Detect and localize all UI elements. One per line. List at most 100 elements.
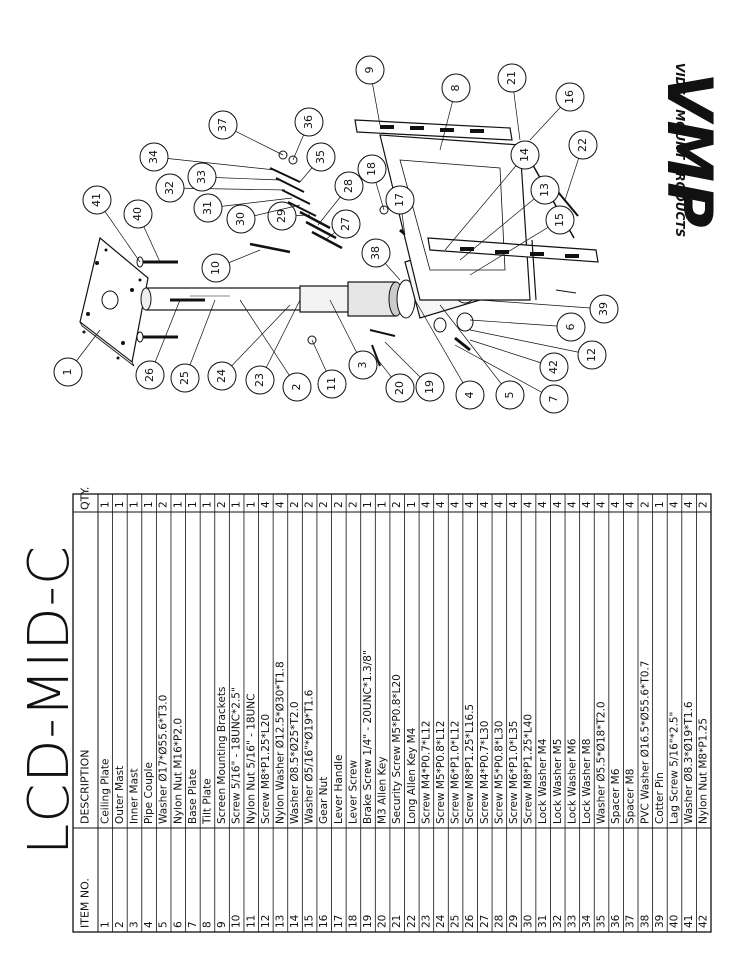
balloon-label: 15: [553, 213, 566, 227]
balloon-circle: [53, 357, 83, 387]
table-cell-description: Outer Mast: [114, 766, 126, 824]
table-cell-description: Screw M8*P1.25*L20: [260, 714, 272, 824]
balloon-circle: [441, 73, 471, 103]
tilt-plate-and-brackets: [354, 119, 599, 301]
balloon-circle: [139, 142, 169, 172]
table-cell-qty: 4: [581, 501, 593, 508]
balloon-circle: [123, 199, 153, 229]
table-cell-qty: 2: [391, 501, 403, 508]
table-cell-qty: 1: [406, 501, 418, 508]
balloon-circle: [556, 312, 586, 342]
balloon-label: 31: [201, 201, 214, 215]
table-cell-item: 4: [143, 921, 155, 928]
balloon-circle: [415, 372, 445, 402]
balloon-label: 8: [449, 85, 462, 92]
table-cell-qty: 4: [552, 501, 564, 508]
balloon-label: 39: [597, 302, 610, 316]
header-item-no: ITEM NO.: [79, 878, 92, 928]
table-cell-item: 24: [435, 914, 447, 928]
table-cell-item: 22: [406, 915, 418, 928]
table-cell-qty: 4: [566, 501, 578, 508]
table-cell-qty: 1: [172, 501, 184, 508]
table-cell-qty: 4: [420, 501, 432, 508]
table-cell-qty: 4: [464, 501, 476, 508]
table-cell-item: 23: [420, 915, 432, 928]
table-cell-item: 36: [610, 914, 622, 928]
table-cell-qty: 4: [610, 501, 622, 508]
balloon-label: 29: [275, 209, 288, 223]
table-cell-item: 35: [596, 915, 608, 928]
table-cell-item: 39: [654, 915, 666, 928]
table-cell-description: M3 Allen Key: [377, 756, 389, 824]
table-cell-description: Screw M4*P0.7*L30: [479, 721, 491, 824]
balloon-label: 4: [463, 392, 476, 399]
table-cell-item: 28: [493, 915, 505, 928]
balloon-label: 19: [423, 380, 436, 394]
table-cell-description: Screw M4*P0.7*L12: [420, 721, 432, 824]
balloon-circle: [135, 360, 165, 390]
balloon-leader-line: [469, 329, 593, 356]
balloon-label: 23: [253, 373, 266, 387]
balloon-leader-line: [239, 299, 298, 388]
balloon-label: 12: [585, 348, 598, 362]
table-cell-qty: 4: [537, 501, 549, 508]
table-cell-qty: 4: [683, 501, 695, 508]
table-cell-item: 17: [333, 915, 345, 928]
balloon-leader-line: [459, 189, 546, 261]
balloon-label: 6: [564, 324, 577, 331]
table-cell-qty: 2: [639, 501, 651, 508]
table-cell-item: 26: [464, 914, 476, 928]
balloon-circle: [577, 340, 607, 370]
balloon-circle: [82, 185, 112, 215]
balloon-label: 7: [547, 396, 560, 403]
table-cell-item: 16: [318, 914, 330, 928]
table-cell-item: 14: [289, 914, 301, 928]
vmp-logo-mark: VMP: [653, 72, 726, 227]
balloon-leader-line: [414, 299, 471, 396]
table-cell-description: Washer Ø17*Ø55.6*T3.0: [158, 695, 170, 824]
balloon-leader-line: [439, 304, 511, 396]
table-cell-qty: 4: [508, 501, 520, 508]
table-cell-item: 41: [683, 915, 695, 928]
balloon-circle: [282, 372, 312, 402]
balloon-circle: [267, 201, 297, 231]
table-cell-description: Inner Mast: [128, 768, 140, 824]
table-cell-description: Lever Screw: [347, 760, 359, 824]
table-cell-qty: 1: [114, 501, 126, 508]
balloon-leader-line: [221, 304, 291, 377]
balloon-label: 35: [314, 150, 327, 164]
header-description: DESCRIPTION: [79, 750, 92, 824]
table-cell-description: Ceiling Plate: [99, 759, 111, 824]
balloon-label: 38: [369, 246, 382, 260]
table-cell-qty: 4: [493, 501, 505, 508]
balloon-label: 33: [195, 170, 208, 184]
table-cell-qty: 2: [289, 501, 301, 508]
table-cell-qty: 1: [187, 501, 199, 508]
table-cell-qty: 1: [128, 501, 140, 508]
table-cell-qty: 4: [625, 501, 637, 508]
balloon-label: 10: [209, 261, 222, 275]
table-cell-description: Spacer M8: [625, 769, 637, 824]
table-cell-item: 27: [479, 915, 491, 928]
balloon-label: 17: [393, 193, 406, 207]
table-cell-item: 2: [114, 921, 126, 928]
table-cell-qty: 4: [523, 501, 535, 508]
balloon-circle: [385, 185, 415, 215]
balloon-circle: [510, 140, 540, 170]
table-cell-description: Long Allen Key M4: [406, 727, 418, 824]
table-cell-qty: 4: [450, 501, 462, 508]
balloon-label: 21: [505, 71, 518, 85]
table-cell-description: Screw M8*P1.25*L40: [523, 714, 535, 824]
balloon-circle: [545, 205, 575, 235]
table-cell-description: Screw M5*P0.8*L30: [493, 721, 505, 824]
table-cell-item: 42: [698, 915, 710, 928]
table-cell-item: 19: [362, 915, 374, 928]
balloon-circle: [357, 154, 387, 184]
balloon-circle: [568, 130, 598, 160]
table-cell-item: 1: [99, 921, 111, 928]
balloon-label: 26: [143, 368, 156, 382]
table-cell-qty: 1: [377, 501, 389, 508]
balloon-circle: [348, 350, 378, 380]
table-cell-description: Screw M8*P1.25*L16.5: [464, 704, 476, 824]
